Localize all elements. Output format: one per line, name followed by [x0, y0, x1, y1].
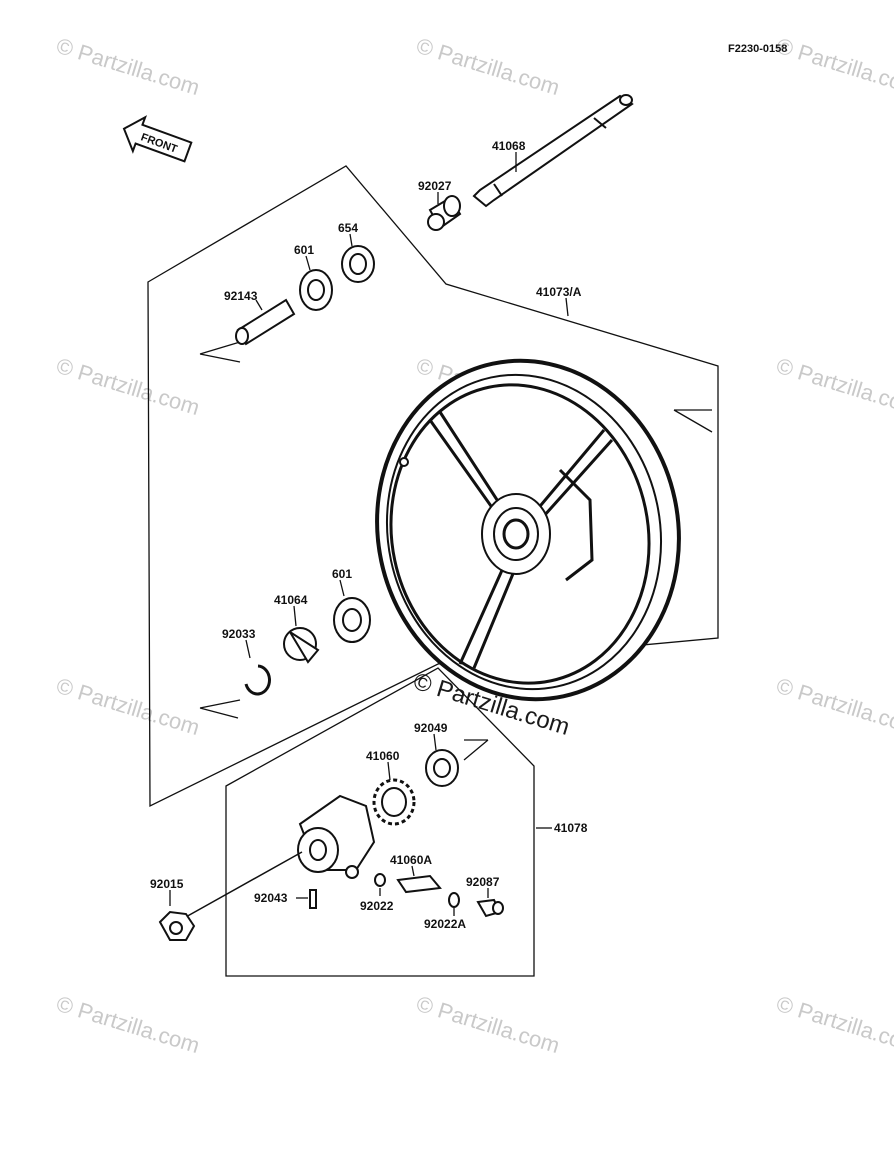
circlip-part [244, 664, 271, 696]
label-92087: 92087 [466, 875, 500, 889]
bushing-part [476, 898, 504, 918]
label-601-bottom: 601 [332, 567, 352, 581]
watermark-text: © Partzilla.com [414, 991, 563, 1058]
watermark-text: © Partzilla.com [774, 673, 894, 740]
coupling-part [283, 627, 320, 664]
label-92033: 92033 [222, 627, 256, 641]
axle-part [472, 94, 634, 208]
label-92022a: 92022A [424, 917, 466, 931]
watermark-text: © Partzilla.com [414, 33, 563, 100]
watermark-text: © Partzilla.com [774, 33, 894, 100]
spacer-part [235, 298, 296, 346]
gear-housing-outline [225, 667, 535, 977]
wheel-part [375, 358, 681, 702]
label-601-top: 601 [294, 243, 314, 257]
collar-part [427, 195, 462, 231]
pin-part [309, 889, 317, 909]
label-41064: 41064 [274, 593, 308, 607]
bearing-601-top-part [299, 269, 333, 311]
watermark-text: © Partzilla.com [54, 991, 203, 1058]
watermark-text: © Partzilla.com [774, 353, 894, 420]
label-41068: 41068 [492, 139, 526, 153]
bearing-601-bottom-part [333, 597, 371, 643]
label-92143: 92143 [224, 289, 258, 303]
oil-seal-part [425, 749, 459, 787]
washer-a-part [448, 892, 460, 908]
label-92015: 92015 [150, 877, 184, 891]
label-654: 654 [338, 221, 358, 235]
nut-part [158, 910, 196, 941]
label-41060a: 41060A [390, 853, 432, 867]
gear-part [372, 778, 416, 826]
watermark-text: © Partzilla.com [54, 33, 203, 100]
watermark-text: © Partzilla.com [774, 991, 894, 1058]
watermark-text: © Partzilla.com [54, 673, 203, 740]
label-92049: 92049 [414, 721, 448, 735]
wheel-assembly-outline [147, 165, 719, 808]
label-92022: 92022 [360, 899, 394, 913]
label-92043: 92043 [254, 891, 288, 905]
label-41073-a: 41073/A [536, 285, 582, 299]
bearing-654-part [341, 245, 375, 283]
watermark-text: © Partzilla.com [54, 353, 203, 420]
gear-housing-part [297, 794, 376, 879]
pinion-part [396, 874, 442, 894]
label-41060: 41060 [366, 749, 400, 763]
diagram-code: F2230-0158 [728, 43, 787, 55]
label-41078: 41078 [554, 821, 588, 835]
label-92027: 92027 [418, 179, 452, 193]
washer-part [374, 873, 386, 887]
front-arrow-icon: FRONT [122, 115, 193, 163]
